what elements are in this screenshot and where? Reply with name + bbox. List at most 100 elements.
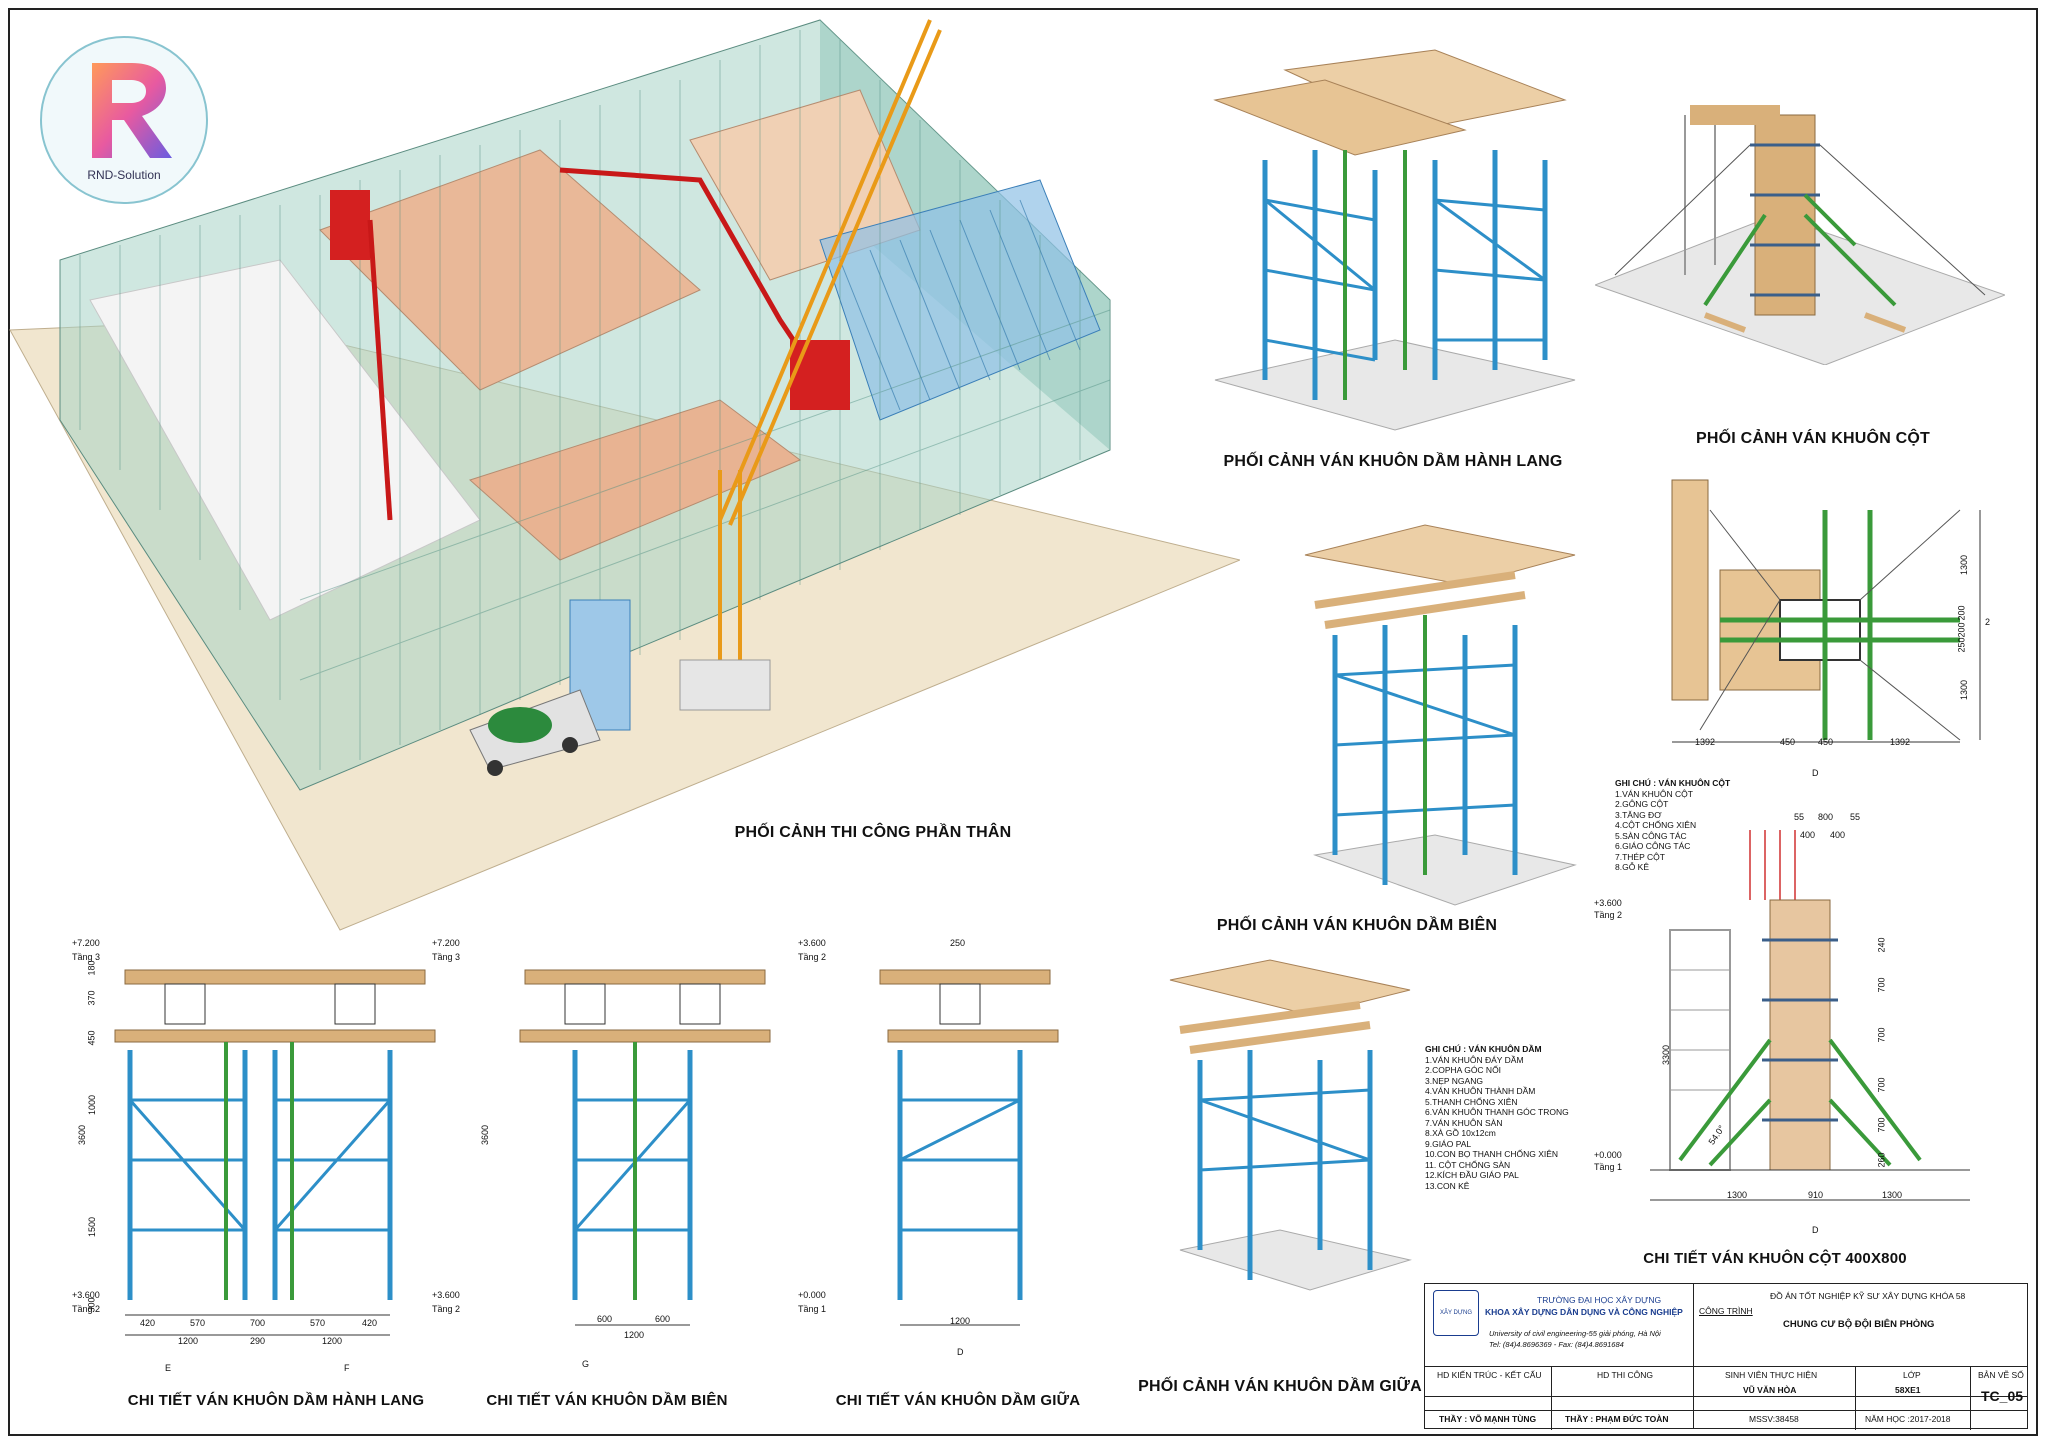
column-note-item: 3.TĂNG ĐƠ	[1615, 809, 1662, 820]
beam-note-item: 8.XÀ GỒ 10x12cm	[1425, 1128, 1496, 1138]
logo-text: RND-Solution	[87, 168, 161, 182]
col-plan-dim-1: 1392	[1695, 737, 1716, 747]
crane-base	[679, 659, 771, 711]
middle-detail-title: CHI TIẾT VÁN KHUÔN DẦM GIỮA	[835, 1392, 1081, 1409]
corridor-detail-title: CHI TIẾT VÁN KHUÔN DẦM HÀNH LANG	[127, 1392, 425, 1409]
column-note-item: 7.THÉP CỘT	[1615, 851, 1665, 862]
beam-note-item: 4.VÁN KHUÔN THÀNH DẦM	[1425, 1086, 1536, 1096]
beam-note-item: 9.GIÁO PAL	[1425, 1138, 1472, 1149]
faculty-name: KHOA XÂY DỰNG DÂN DỤNG VÀ CÔNG NGHIỆP	[1485, 1307, 1683, 1317]
corr-dim-b2: 570	[190, 1318, 206, 1328]
corr-level-7200: +7.200	[72, 938, 100, 948]
beam-note-item: 11. CỘT CHỐNG SÀN	[1425, 1159, 1511, 1170]
edge-level-7200: +7.200	[432, 938, 460, 948]
edge-tang2: Tầng 2	[432, 1304, 461, 1314]
corr-dim-b4: 570	[310, 1318, 326, 1328]
col-elev-bot-2: 910	[1808, 1190, 1824, 1200]
tower-crane	[718, 19, 942, 680]
corridor-section	[114, 969, 436, 1336]
corr-tang2: Tầng 2	[72, 1304, 101, 1314]
corr-dim-b3: 700	[250, 1318, 266, 1328]
middle-beam-perspective	[1169, 959, 1412, 1291]
shoring-area	[819, 179, 1101, 421]
class-header: LỚP	[1903, 1370, 1921, 1380]
corr-dim-450: 450	[86, 1030, 97, 1046]
beam-notes: GHI CHÚ : VÁN KHUÔN DẦM 1.VÁN KHUÔN ĐÁY …	[1425, 1044, 1569, 1191]
col-plan-dim-3: 450	[1818, 737, 1834, 747]
edge-beam-persp-title: PHỐI CẢNH VÁN KHUÔN DẦM BIÊN	[1216, 917, 1498, 934]
hd-const-header: HD THI CÔNG	[1597, 1370, 1654, 1380]
column-notes: GHI CHÚ : VÁN KHUÔN CỘT 1.VÁN KHUÔN CỘT …	[1615, 778, 1730, 873]
mid-dim-b1: 1200	[950, 1316, 971, 1326]
col-elev-side-1: 240	[1876, 937, 1887, 953]
mid-dim-top: 250	[950, 938, 966, 948]
student-header: SINH VIÊN THỰC HIỆN	[1725, 1370, 1818, 1380]
corr-dim-3600: 3600	[77, 1124, 88, 1146]
col-elev-dim-t2: 800	[1818, 812, 1834, 822]
column-perspective	[1595, 105, 2005, 365]
formwork-deck-3	[469, 399, 801, 561]
beam-note-item: 6.VÁN KHUÔN THANH GÓC TRONG	[1425, 1107, 1569, 1117]
university-logo: XÂY DỰNG	[1433, 1290, 1479, 1336]
column-note-item: 4.CỘT CHỐNG XIÊN	[1615, 820, 1697, 830]
col-elev-level-0000: +0.000	[1594, 1150, 1622, 1160]
col-plan-dim-2: 450	[1780, 737, 1796, 747]
col-elev-side-3: 700	[1876, 1027, 1887, 1043]
corr-dim-c1: 1200	[178, 1336, 199, 1346]
corr-dim-b1: 420	[140, 1318, 156, 1328]
column-elevation-drawing	[1650, 830, 1970, 1201]
col-plan-dim-r3: 200	[1956, 622, 1967, 638]
corr-dim-c2: 290	[250, 1336, 266, 1346]
corr-tang3: Tầng 3	[72, 952, 101, 962]
col-elev-bot-3: 1300	[1882, 1190, 1903, 1200]
beam-note-item: 7.VÁN KHUÔN SÀN	[1425, 1117, 1503, 1128]
middle-section	[879, 969, 1059, 1326]
student-id: MSSV:38458	[1749, 1414, 1799, 1424]
corr-dim-180: 180	[86, 960, 97, 976]
corr-dim-300: 300	[86, 1297, 97, 1313]
column-note-item: 5.SÀN CÔNG TÁC	[1615, 830, 1687, 841]
brand-logo: RND-Solution	[40, 36, 208, 204]
axis-g: G	[582, 1359, 590, 1369]
main-construction-perspective	[9, 19, 1240, 931]
corr-dim-b5: 420	[362, 1318, 378, 1328]
formwork-deck-1	[319, 149, 701, 391]
university-contact: Tel: (84)4.8696369 - Fax: (84)4.8691684	[1489, 1340, 1624, 1349]
column-note-item: 2.GÔNG CỘT	[1615, 799, 1669, 809]
column-note-item: 6.GIÁO CÔNG TÁC	[1615, 841, 1691, 851]
main-perspective-title: PHỐI CẢNH THI CÔNG PHẦN THÂN	[734, 824, 1012, 841]
axis-d-elev: D	[1812, 1225, 1819, 1235]
beam-note-item: 3.NẸP NGANG	[1425, 1075, 1483, 1086]
axis-d-plan: D	[1812, 768, 1819, 778]
col-elev-side-4: 700	[1876, 1077, 1887, 1093]
corr-dim-370: 370	[86, 990, 97, 1006]
col-elev-tang2: Tầng 2	[1594, 910, 1623, 920]
roof-slab	[89, 259, 481, 621]
col-elev-bot-1: 1300	[1727, 1190, 1748, 1200]
col-elev-left-dim: 3300	[1661, 1044, 1672, 1066]
edge-beam-perspective	[1304, 524, 1577, 906]
col-elev-side-6: 260	[1876, 1152, 1887, 1168]
mid-tang1: Tầng 1	[798, 1304, 827, 1314]
col-elev-dim-t4: 400	[1800, 830, 1816, 840]
edge-level-3600: +3.600	[432, 1290, 460, 1300]
const-teacher: THẦY : PHẠM ĐỨC TOÀN	[1565, 1414, 1669, 1424]
axis-d-mid: D	[957, 1347, 964, 1357]
student-name: VŨ VĂN HÒA	[1743, 1385, 1797, 1395]
edge-dim-b1: 600	[597, 1314, 613, 1324]
net-lines	[79, 30, 1111, 770]
middle-beam-persp-title: PHỐI CẢNH VÁN KHUÔN DẦM GIỮA	[1138, 1378, 1422, 1395]
corr-dim-c3: 1200	[322, 1336, 343, 1346]
column-note-item: 8.GỖ KÊ	[1615, 862, 1650, 872]
col-elev-level-3600: +3.600	[1594, 898, 1622, 908]
column-plan-drawing	[1671, 479, 1981, 743]
col-plan-dim-4: 1392	[1890, 737, 1911, 747]
shoring-grid	[839, 199, 1081, 411]
col-plan-dim-r5: 1300	[1959, 679, 1970, 701]
edge-tang3: Tầng 3	[432, 952, 461, 962]
col-plan-dim-r4: 250	[1956, 637, 1967, 653]
column-note-item: 1.VÁN KHUÔN CỘT	[1615, 788, 1693, 799]
hd-arch-header: HD KIẾN TRÚC - KẾT CẤU	[1437, 1370, 1542, 1380]
edge-dim-b2: 600	[655, 1314, 671, 1324]
